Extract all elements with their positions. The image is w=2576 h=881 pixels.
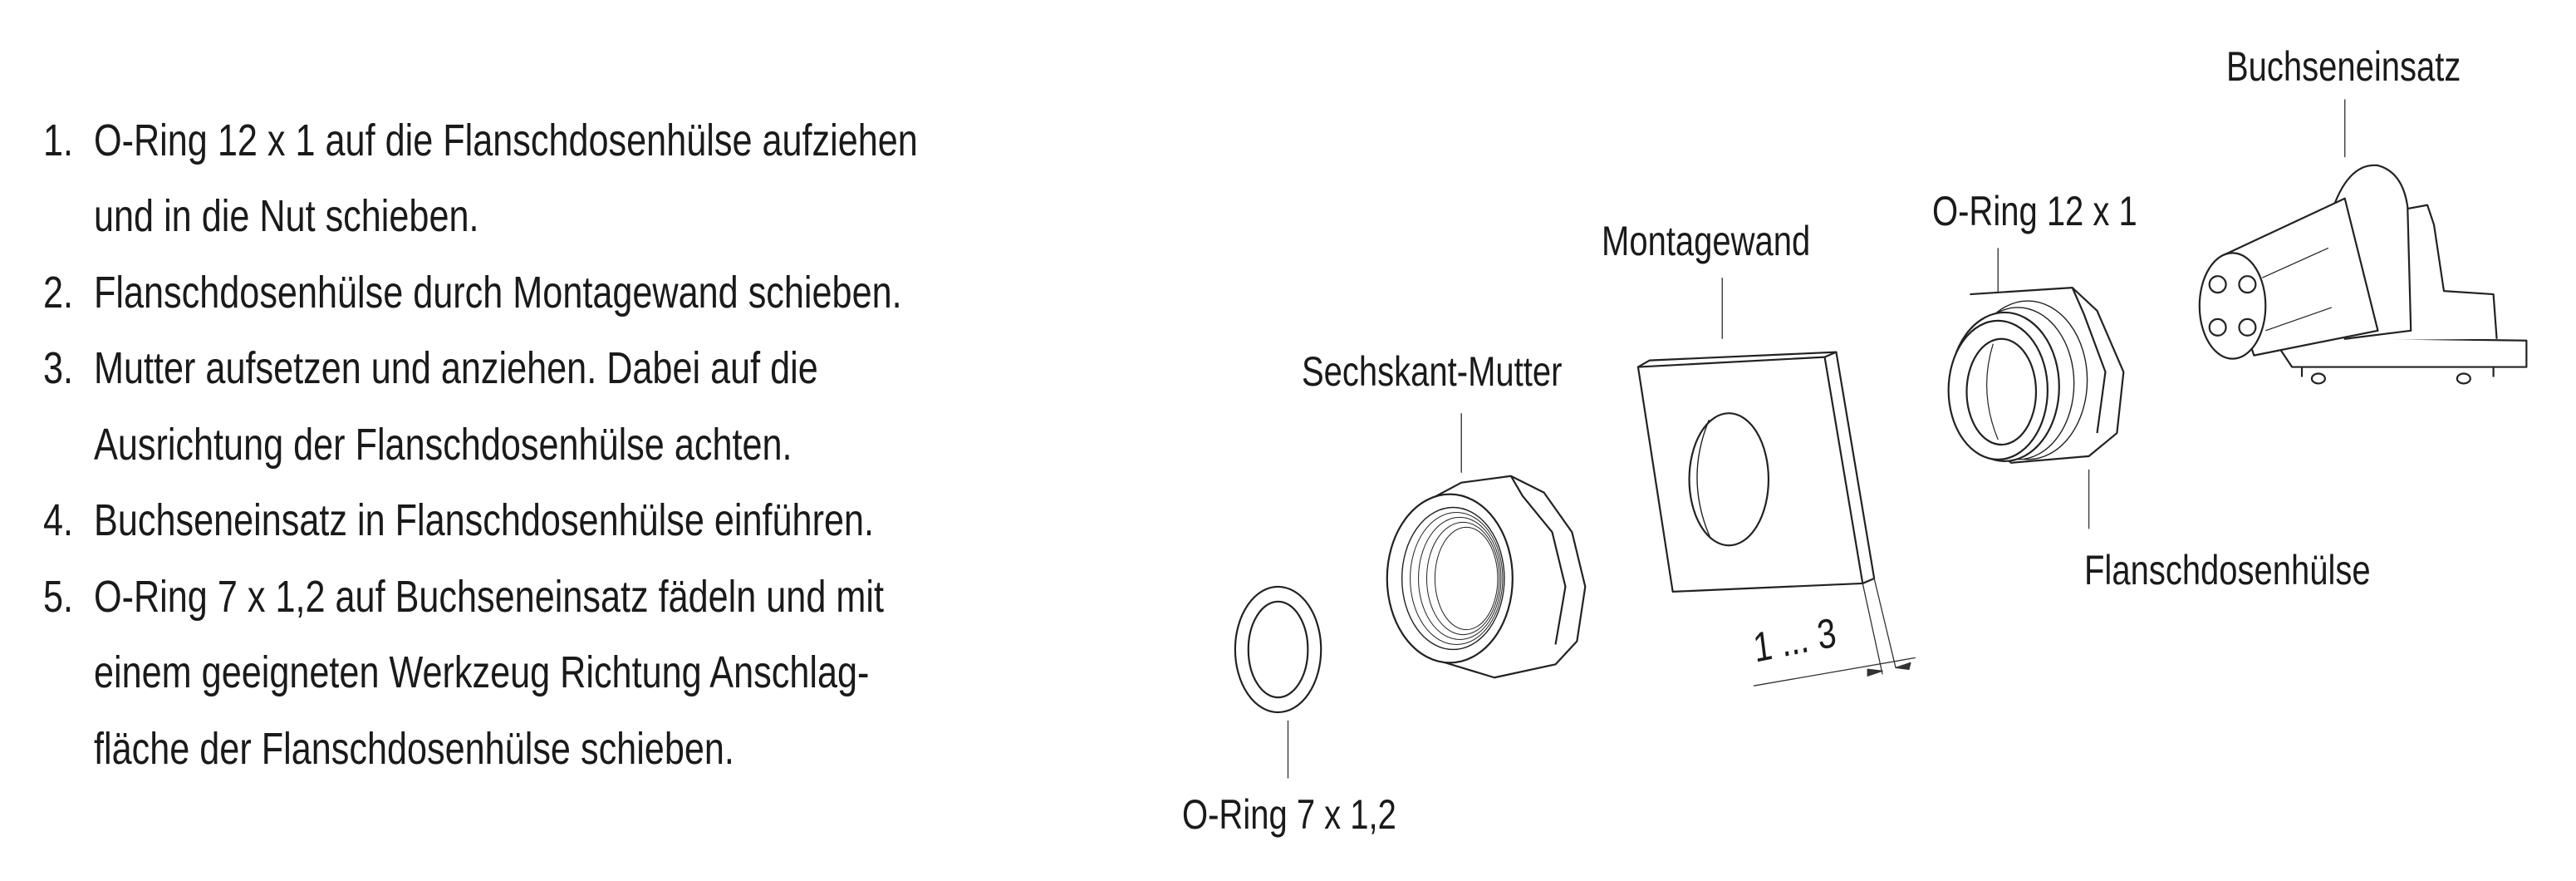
step-number: 4. — [43, 495, 74, 545]
leader-lines — [1288, 100, 2345, 779]
step-text: Mutter aufsetzen und anziehen. Dabei auf… — [94, 343, 818, 393]
label-o-ring-12x1: O-Ring 12 x 1 — [1932, 188, 2137, 234]
step-number: 5. — [43, 572, 74, 622]
step-text: einem geeigneten Werkzeug Richtung Ansch… — [94, 647, 870, 697]
label-montagewand: Montagewand — [1602, 218, 1811, 264]
step-text: O-Ring 7 x 1,2 auf Buchseneinsatz fädeln… — [94, 572, 884, 622]
label-buchseneinsatz: Buchseneinsatz — [2226, 43, 2461, 90]
mounting-wall — [1638, 352, 1874, 592]
socket-insert — [2200, 165, 2527, 384]
step-number: 2. — [43, 268, 74, 317]
thickness-dimension — [1754, 578, 1916, 686]
step-text: Ausrichtung der Flanschdosenhülse achten… — [94, 420, 792, 470]
label-flanschdosenhuelse: Flanschdosenhülse — [2084, 547, 2371, 593]
hex-nut — [1387, 476, 1586, 678]
step-text: und in die Nut schieben. — [94, 191, 479, 241]
step-number: 3. — [43, 343, 74, 393]
step-number: 1. — [43, 116, 74, 165]
step-text: O-Ring 12 x 1 auf die Flanschdosenhülse … — [94, 116, 918, 165]
step-text: fläche der Flanschdosenhülse schieben. — [94, 724, 734, 774]
label-sechskant-mutter: Sechskant-Mutter — [1302, 348, 1563, 395]
step-text: Buchseneinsatz in Flanschdosenhülse einf… — [94, 495, 875, 545]
o-ring-7x1-2 — [1235, 587, 1321, 712]
step-text: Flanschdosenhülse durch Montagewand schi… — [94, 268, 902, 317]
label-o-ring-7x1-2: O-Ring 7 x 1,2 — [1182, 791, 1396, 838]
flange-housing — [1949, 288, 2124, 463]
